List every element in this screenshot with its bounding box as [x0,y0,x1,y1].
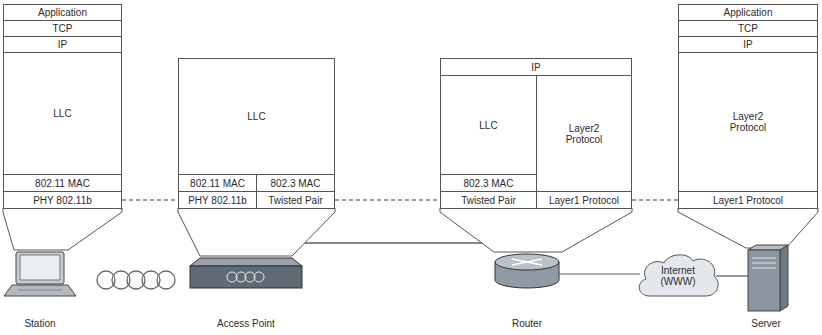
layer-name: PHY 802.11b [33,195,92,206]
layer-name: IP [531,62,540,73]
layer-name: 802.11 MAC [35,178,90,189]
server-icon [748,245,788,311]
layer-name: LLC [247,111,265,122]
protocol-layer: PHY 802.11b [3,191,122,209]
protocol-layer: IP [440,58,632,76]
protocol-layer: Layer1 Protocol [678,191,818,209]
layer-name: IP [743,39,752,50]
ap-wave-mark [227,272,264,282]
laptop-screen [20,255,60,280]
device-label: Server [716,318,816,329]
router-icon [495,254,559,288]
layer-name: Layer2 Protocol [722,111,774,133]
layer-name: 802.3 MAC [463,178,513,189]
laptop-icon [4,252,76,296]
layer-name: Internet (WWW) [654,265,702,287]
protocol-layer: 802.11 MAC [3,174,122,192]
protocol-layer: IP [678,36,818,53]
laptop-base [4,285,76,296]
layer-name: IP [58,39,67,50]
cloud-shape [639,255,718,296]
router-side [559,262,560,280]
protocol-layer: 802.3 MAC [440,174,537,192]
physical-link [335,199,440,200]
wan-link [559,273,640,274]
router-funnel [440,208,632,252]
protocol-layer: 802.3 MAC [256,174,335,192]
protocol-layer: LLC [178,58,335,175]
layer-name: Application [38,7,87,18]
wave-loop [254,272,264,282]
ap-front [190,266,302,288]
protocol-layer: TCP [678,20,818,37]
station-funnel [3,208,122,250]
laptop-lid [16,252,64,284]
router-side [495,262,496,280]
wan-link [716,275,748,276]
protocol-layer: LLC [3,52,122,175]
server-slot [752,268,776,269]
layer-name: Application [724,7,773,18]
device-label: Access Point [196,318,296,329]
protocol-layer: Application [678,4,818,21]
layer-name: Twisted Pair [268,195,322,206]
protocol-layer: LLC [440,75,537,175]
physical-link [122,199,178,200]
laptop-keys [18,290,62,291]
layer-name: 802.3 MAC [270,178,320,189]
stack-funnels [3,208,818,256]
device-label: Router [477,318,577,329]
access-point-icon [190,258,302,288]
ap-funnel [178,208,335,256]
server-side [780,245,788,311]
layer-name: LLC [53,108,71,119]
radio-waves [97,271,175,289]
ap-top [190,258,302,266]
layer-name: 802.11 MAC [190,178,245,189]
protocol-layer: Application [3,4,122,21]
layer-name: TCP [738,23,758,34]
server-slot [752,263,776,264]
layer-name: TCP [53,23,73,34]
protocol-layer: Layer1 Protocol [536,191,632,209]
protocol-layer: Layer2 Protocol [678,52,818,192]
router-top [495,254,559,270]
protocol-layer: TCP [3,20,122,37]
router-arrow [512,259,542,265]
server-slot [752,258,776,259]
network-cloud: Internet (WWW) [636,252,720,300]
protocol-layer: 802.11 MAC [178,174,257,192]
physical-link [632,199,678,200]
wave-loop [157,271,175,289]
protocol-layer: IP [3,36,122,53]
protocol-layer: Twisted Pair [256,191,335,209]
server-funnel [678,208,818,248]
device-label: Station [0,318,90,329]
layer-name: PHY 802.11b [188,195,247,206]
router-bottom [495,280,559,288]
router-arrow [512,259,542,265]
protocol-layer: PHY 802.11b [178,191,257,209]
layer-name: Layer1 Protocol [713,195,783,206]
layer-name: Layer1 Protocol [549,195,619,206]
layer-name: Layer2 Protocol [558,123,610,145]
router-arrows [512,259,542,265]
layer-name: Twisted Pair [461,195,515,206]
layer-name: LLC [479,120,497,131]
protocol-layer: Twisted Pair [440,191,537,209]
server-front [748,250,780,311]
protocol-layer: Layer2 Protocol [536,75,632,192]
